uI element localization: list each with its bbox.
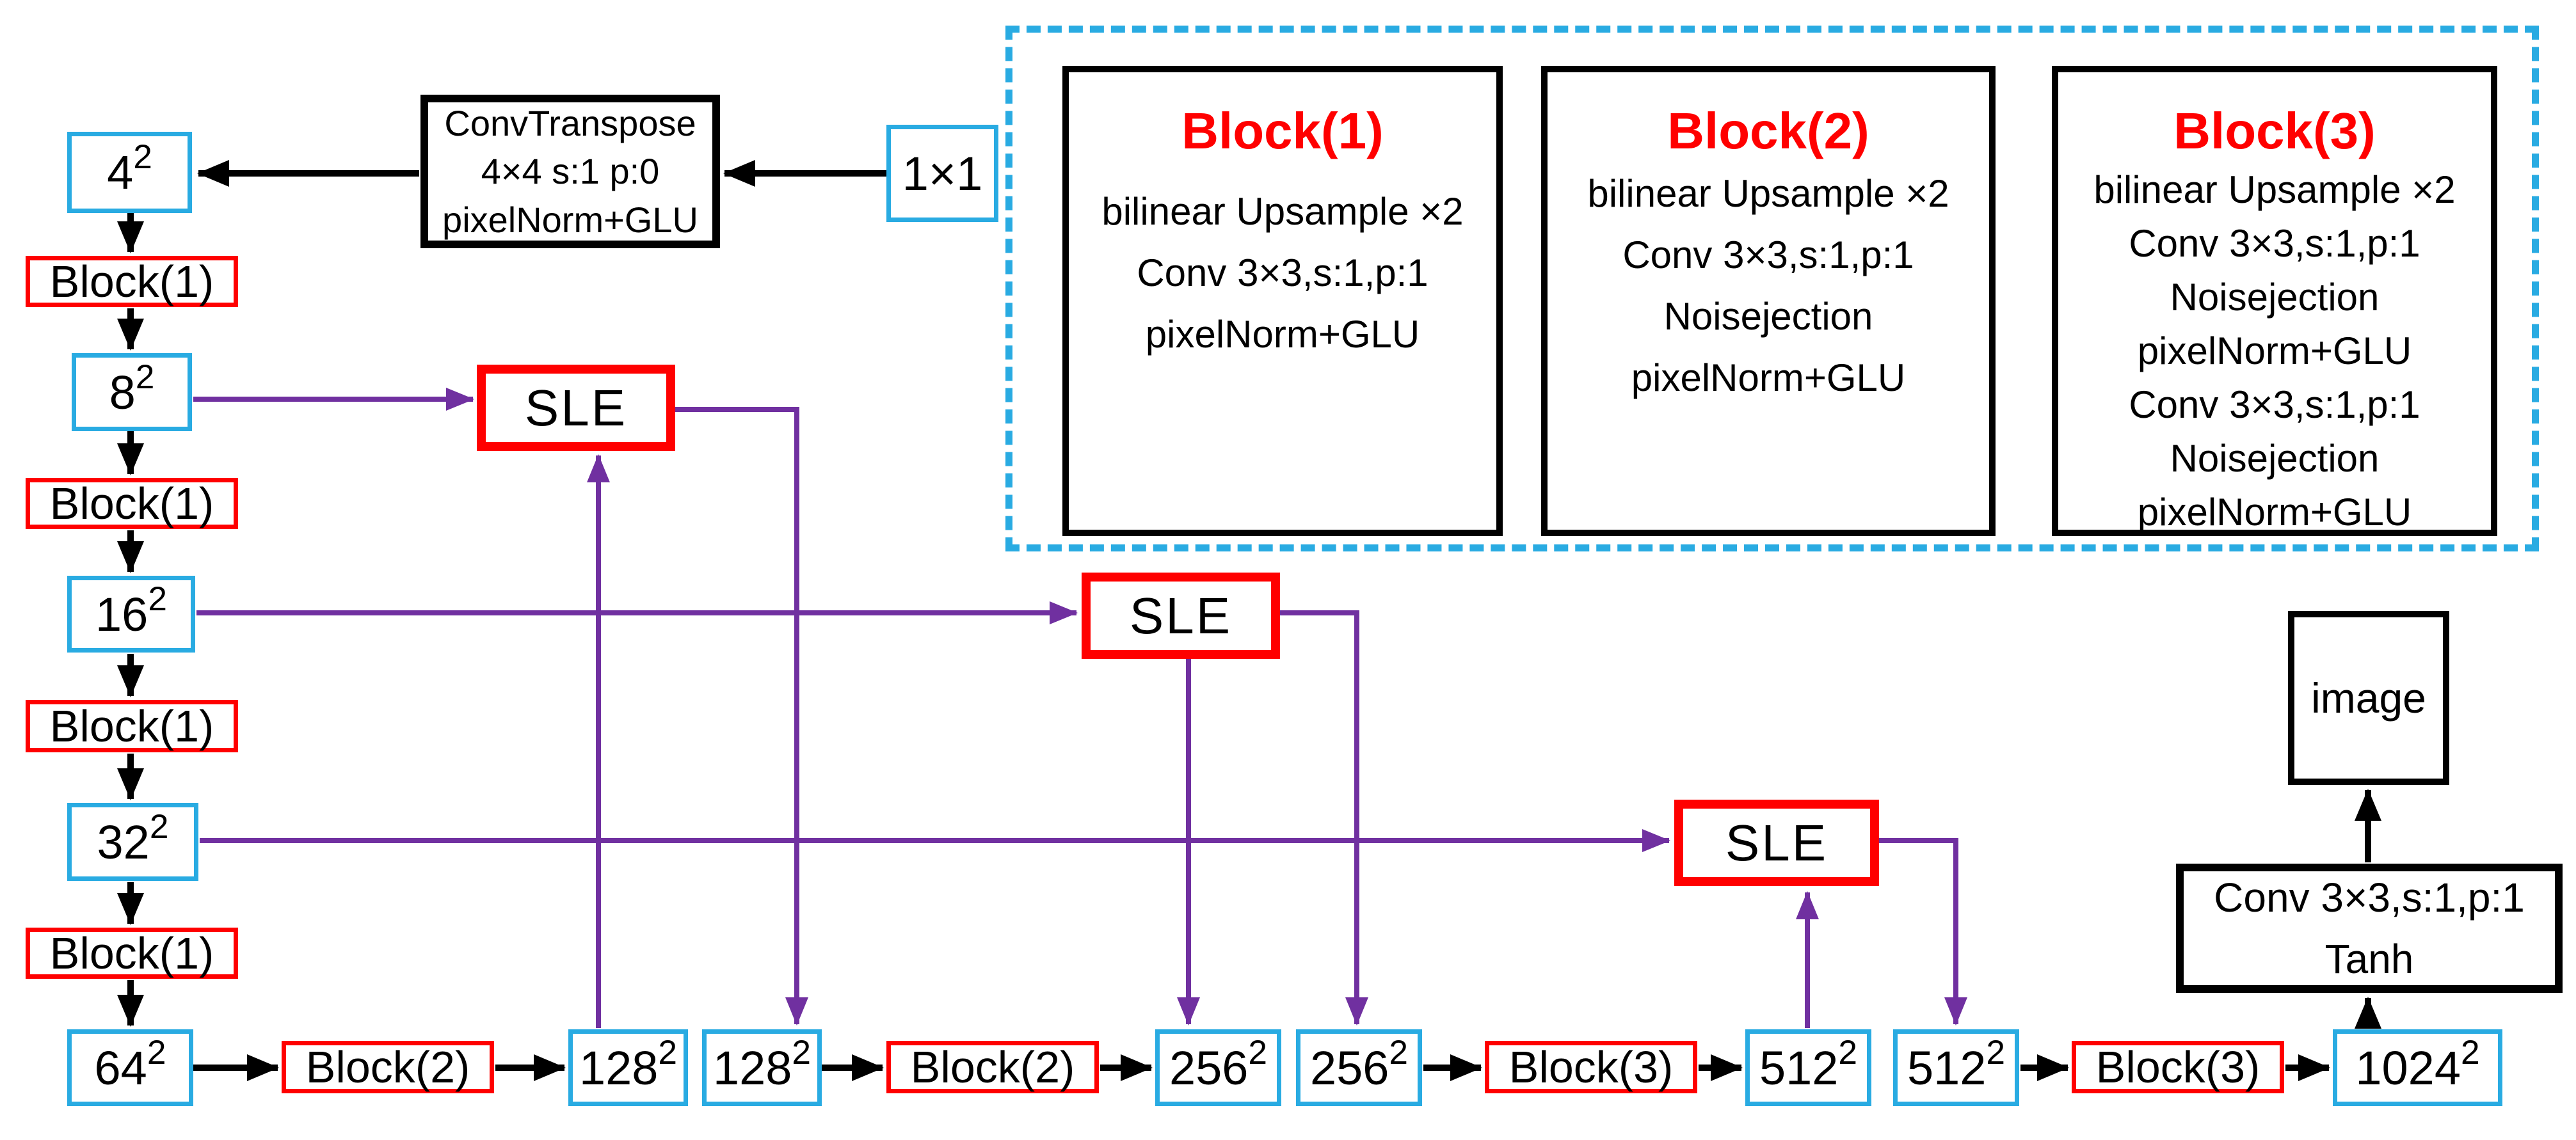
legend-line: bilinear Upsample ×2 xyxy=(2093,168,2456,211)
block1-node-d: Block(1) xyxy=(26,928,238,979)
legend-line: pixelNorm+GLU xyxy=(1145,313,1420,356)
legend-line: pixelNorm+GLU xyxy=(2137,491,2412,534)
block3-node-b: Block(3) xyxy=(2072,1041,2284,1093)
conv-transpose-line: ConvTranspose xyxy=(444,102,696,143)
legend-block2-title: Block(2) xyxy=(1667,102,1869,159)
conv-transpose-line: pixelNorm+GLU xyxy=(442,199,698,240)
block1-node-a: Block(1) xyxy=(26,256,238,307)
block1-node-c: Block(1) xyxy=(26,700,238,752)
latent-box-1x1: 1×1 xyxy=(886,125,998,222)
legend-line: bilinear Upsample ×2 xyxy=(1101,190,1464,233)
legend-line: pixelNorm+GLU xyxy=(1631,356,1906,399)
conv-tanh-line: Conv 3×3,s:1,p:1 xyxy=(2214,875,2525,921)
legend-line: Noisejection xyxy=(1663,295,1873,338)
arrow-sle2-to-256b xyxy=(1279,610,1368,1025)
legend-block3-title: Block(3) xyxy=(2173,102,2376,159)
legend-block1: Block(1) bilinear Upsample ×2 Conv 3×3,s… xyxy=(1062,66,1503,536)
block3-node-a: Block(3) xyxy=(1485,1041,1697,1093)
arrow-sle3-to-512b xyxy=(1879,838,1967,1025)
legend-line: pixelNorm+GLU xyxy=(2137,329,2412,372)
conv-tanh-line: Tanh xyxy=(2324,936,2414,982)
conv-tanh-box: Conv 3×3,s:1,p:1 Tanh xyxy=(2176,864,2563,993)
sle-module-2: SLE xyxy=(1082,573,1280,659)
legend-line: Conv 3×3,s:1,p:1 xyxy=(2129,222,2420,265)
legend-line: Noisejection xyxy=(2170,276,2380,319)
legend-line: Conv 3×3,s:1,p:1 xyxy=(2129,383,2420,426)
image-output-box: image xyxy=(2288,611,2449,785)
legend-block1-title: Block(1) xyxy=(1181,102,1384,159)
block2-node-b: Block(2) xyxy=(886,1041,1099,1093)
legend-dashed-frame xyxy=(1005,26,2539,551)
block1-node-b: Block(1) xyxy=(26,478,238,529)
legend-block3: Block(3) bilinear Upsample ×2 Conv 3×3,s… xyxy=(2052,66,2497,536)
block2-node-a: Block(2) xyxy=(282,1041,494,1093)
sle-module-3: SLE xyxy=(1674,800,1879,886)
arrow-sle1-to-128b xyxy=(673,407,808,1025)
legend-line: Noisejection xyxy=(2170,437,2380,480)
legend-line: Conv 3×3,s:1,p:1 xyxy=(1137,251,1428,294)
legend-line: Conv 3×3,s:1,p:1 xyxy=(1622,234,1914,276)
legend-block2: Block(2) bilinear Upsample ×2 Conv 3×3,s… xyxy=(1541,66,1996,536)
sle-module-1: SLE xyxy=(477,365,675,451)
conv-transpose-line: 4×4 s:1 p:0 xyxy=(481,151,660,192)
conv-transpose-box: ConvTranspose 4×4 s:1 p:0 pixelNorm+GLU xyxy=(420,95,720,248)
legend-line: bilinear Upsample ×2 xyxy=(1587,172,1949,215)
